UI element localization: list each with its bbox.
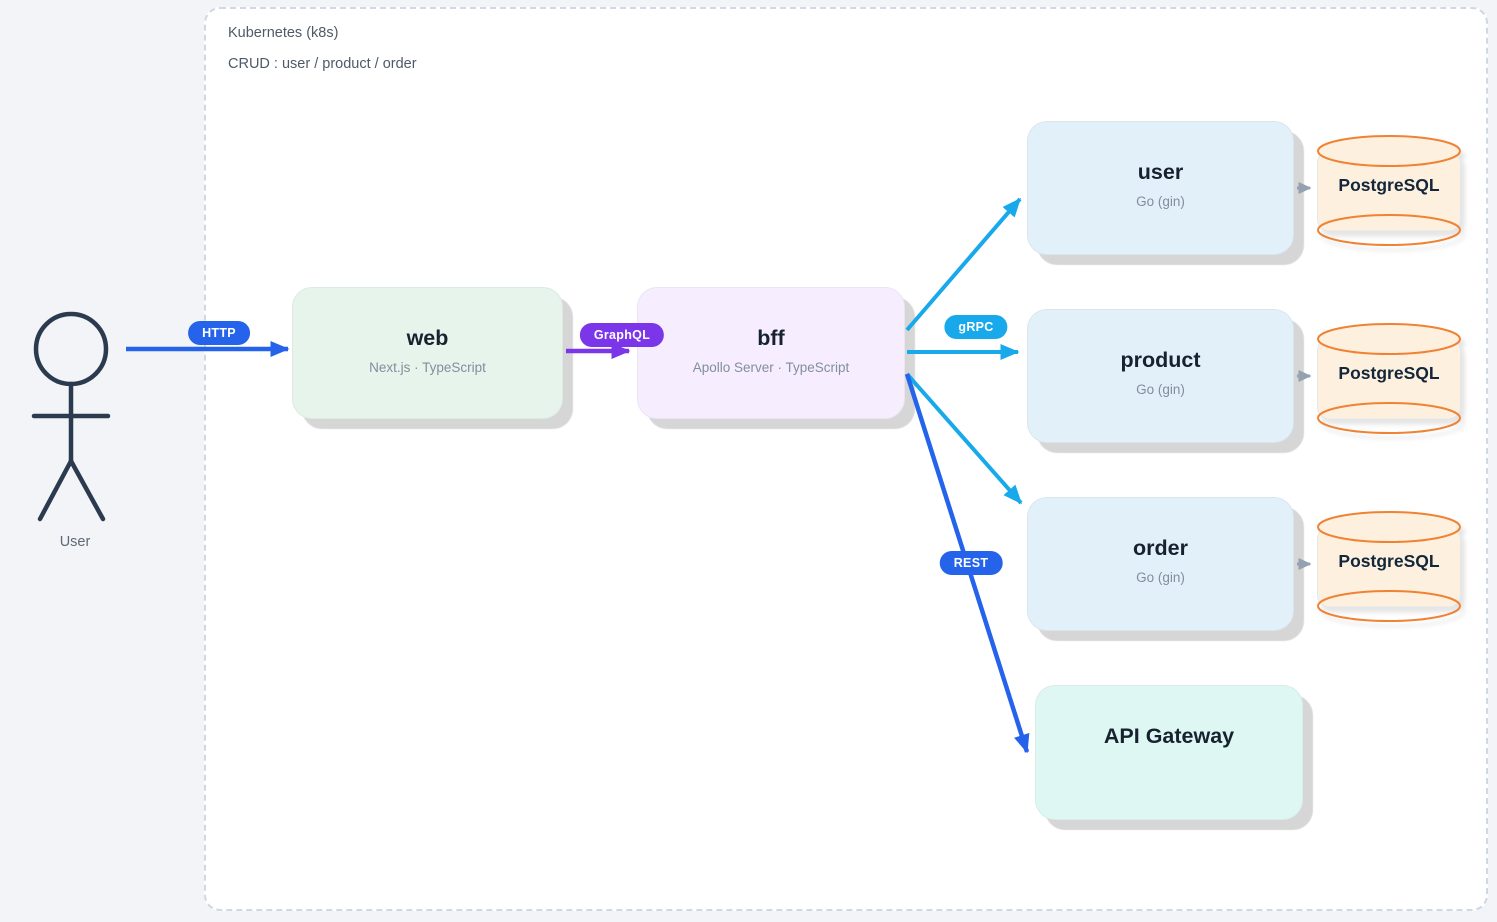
node-user-service: user Go (gin) <box>1027 121 1294 255</box>
node-order-subtitle: Go (gin) <box>1136 570 1185 585</box>
k8s-title: Kubernetes (k8s) <box>228 25 339 41</box>
node-api-gateway-title: API Gateway <box>1103 724 1235 748</box>
node-order-title: order <box>1133 536 1188 560</box>
node-web: web Next.js · TypeScript <box>292 287 563 419</box>
node-product-title: product <box>1120 348 1201 372</box>
database-order: PostgreSQL <box>1314 510 1464 624</box>
node-user-subtitle: Go (gin) <box>1136 194 1185 209</box>
user-actor-label: User <box>59 534 91 550</box>
node-web-subtitle: Next.js · TypeScript <box>369 360 486 375</box>
database-label: PostgreSQL <box>1338 363 1440 383</box>
node-user-title: user <box>1137 160 1184 184</box>
database-icon <box>1317 511 1461 622</box>
grpc-label: gRPC <box>944 315 1008 339</box>
database-label: PostgreSQL <box>1338 551 1440 571</box>
database-icon <box>1317 135 1461 246</box>
node-web-title: web <box>406 326 449 350</box>
graphql-label: GraphQL <box>579 323 665 347</box>
node-product-service: product Go (gin) <box>1027 309 1294 443</box>
k8s-subtitle: CRUD : user / product / order <box>228 56 417 72</box>
rest-label: REST <box>939 551 1003 575</box>
node-bff: bff Apollo Server · TypeScript <box>637 287 905 419</box>
database-user: PostgreSQL <box>1314 134 1464 248</box>
http-label: HTTP <box>188 321 250 345</box>
node-bff-title: bff <box>757 326 785 350</box>
user-actor-icon <box>31 311 111 522</box>
node-order-service: order Go (gin) <box>1027 497 1294 631</box>
node-product-subtitle: Go (gin) <box>1136 382 1185 397</box>
node-api-gateway: API Gateway <box>1035 685 1303 820</box>
database-label: PostgreSQL <box>1338 175 1440 195</box>
node-bff-subtitle: Apollo Server · TypeScript <box>692 360 850 375</box>
database-icon <box>1317 323 1461 434</box>
database-product: PostgreSQL <box>1314 322 1464 436</box>
